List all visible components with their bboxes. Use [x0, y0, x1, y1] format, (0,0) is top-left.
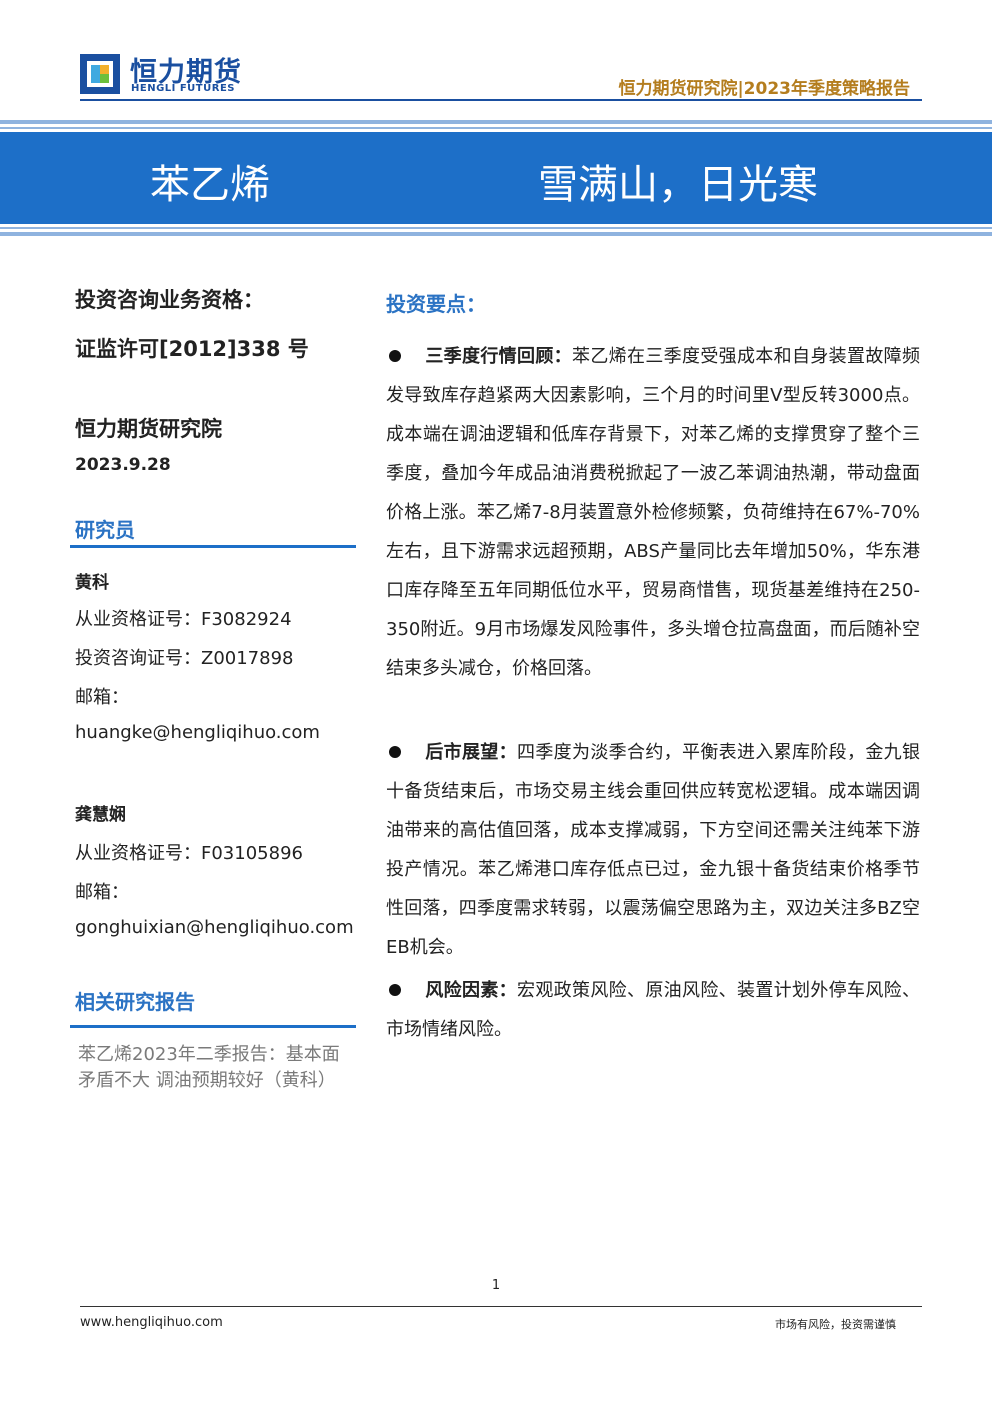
bullet-icon [389, 746, 401, 758]
footer-divider [80, 1306, 922, 1307]
footer-website-link[interactable]: www.hengliqihuo.com [80, 1315, 223, 1330]
report-series-title: 恒力期货研究院|2023年季度策略报告 [618, 79, 910, 99]
header-divider [80, 99, 922, 101]
qualification-number: 证监许可[2012]338 号 [75, 337, 309, 361]
report-date: 2023.9.28 [75, 455, 171, 475]
banner-stripe [0, 227, 992, 229]
banner-stripe [0, 120, 992, 124]
key-point-text: 苯乙烯在三季度受强成本和自身装置故障频发导致库存趋紧两大因素影响，三个月的时间里… [386, 346, 920, 679]
key-point-title: 风险因素： [425, 980, 517, 1001]
related-reports-heading: 相关研究报告 [75, 990, 195, 1014]
company-logo: 恒力期货 HENGLI FUTURES [80, 50, 280, 100]
researcher-name: 黄科 [75, 573, 109, 593]
institute-name: 恒力期货研究院 [75, 417, 222, 441]
banner-stripe [0, 127, 992, 129]
bullet-icon [389, 350, 401, 362]
related-report-link[interactable]: 苯乙烯2023年二季报告：基本面矛盾不大 调油预期较好（黄科） [78, 1044, 340, 1091]
key-points-heading: 投资要点： [386, 292, 486, 316]
researcher-email[interactable]: gonghuixian@hengliqihuo.com [75, 917, 354, 938]
email-label: 邮箱： [75, 687, 129, 708]
report-headline: 雪满山，日光寒 [538, 162, 818, 208]
key-point-outlook: 后市展望：四季度为淡季合约，平衡表进入累库阶段，金九银十备货结束后，市场交易主线… [386, 733, 920, 967]
title-banner [0, 132, 992, 224]
key-point-title: 后市展望： [425, 742, 517, 763]
page-number: 1 [491, 1278, 501, 1293]
researchers-heading: 研究员 [75, 518, 135, 542]
researcher-license: 从业资格证号：F3082924 [75, 609, 292, 630]
section-divider [70, 1025, 356, 1028]
commodity-title: 苯乙烯 [150, 162, 270, 208]
key-point-text: 四季度为淡季合约，平衡表进入累库阶段，金九银十备货结束后，市场交易主线会重回供应… [386, 742, 920, 958]
section-divider [70, 545, 356, 548]
researcher-license: 从业资格证号：F03105896 [75, 843, 303, 864]
key-point-risks: 风险因素：宏观政策风险、原油风险、装置计划外停车风险、市场情绪风险。 [386, 971, 920, 1049]
researcher-name: 龚慧娴 [75, 805, 126, 825]
key-point-title: 三季度行情回顾： [425, 346, 572, 367]
key-point-review: 三季度行情回顾：苯乙烯在三季度受强成本和自身装置故障频发导致库存趋紧两大因素影响… [386, 337, 920, 688]
email-label: 邮箱： [75, 882, 129, 903]
qualification-label: 投资咨询业务资格： [75, 288, 264, 312]
logo-english-name: HENGLI FUTURES [131, 83, 235, 94]
key-point-text: 宏观政策风险、原油风险、装置计划外停车风险、市场情绪风险。 [386, 980, 920, 1040]
bullet-icon [389, 984, 401, 996]
logo-chinese-name: 恒力期货 [130, 57, 242, 88]
researcher-consult-license: 投资咨询证号：Z0017898 [75, 648, 294, 669]
logo-mark-icon [80, 54, 120, 94]
researcher-email[interactable]: huangke@hengliqihuo.com [75, 722, 320, 743]
banner-stripe [0, 232, 992, 236]
risk-notice: 市场有风险，投资需谨慎 [775, 1318, 896, 1331]
